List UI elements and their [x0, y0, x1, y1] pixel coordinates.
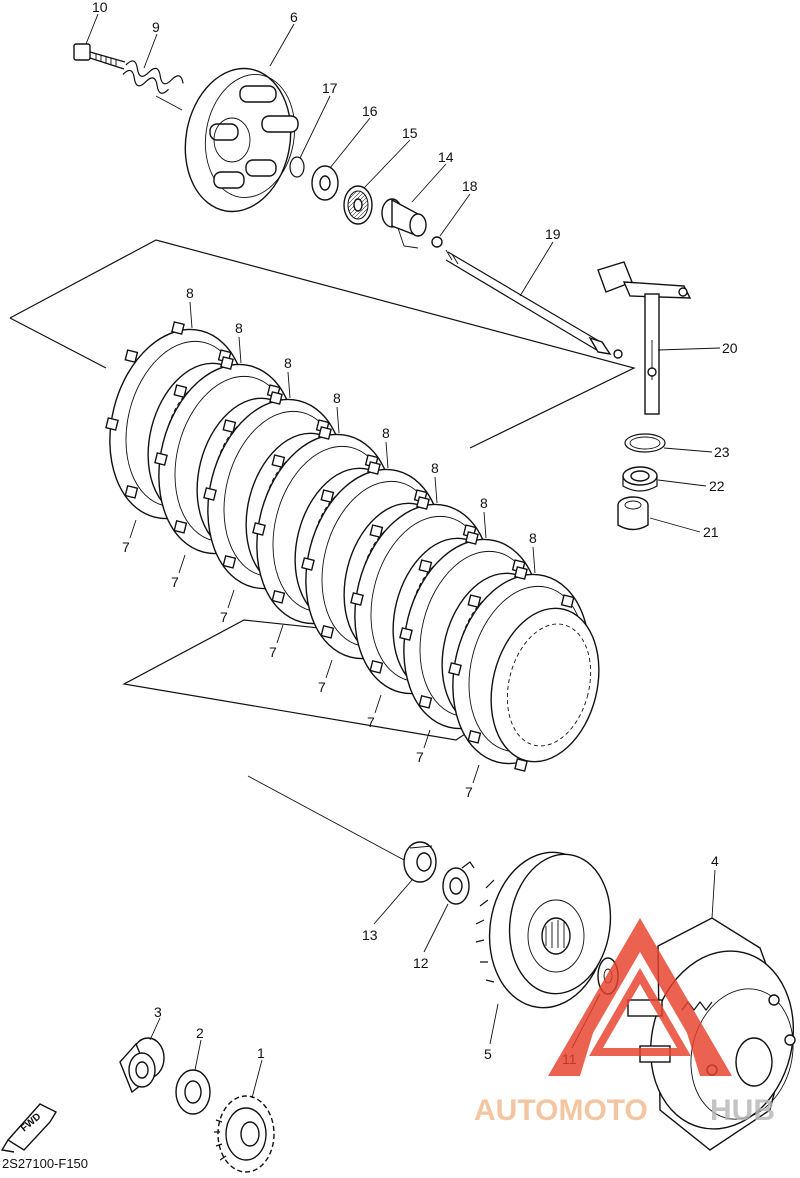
- plate-leader-7: [276, 624, 284, 644]
- bearing-15: [343, 185, 373, 225]
- callout-21: 21: [703, 524, 719, 540]
- circlip-17: [289, 156, 305, 178]
- push-rod-14: [381, 198, 427, 249]
- plate-label-8: 8: [529, 530, 537, 546]
- circlip-23: [624, 433, 666, 453]
- callout-1: 1: [257, 1045, 265, 1061]
- plate-leader-7: [374, 694, 382, 714]
- automotohub-logo: AUTOMOTO HUB: [474, 918, 775, 1127]
- logo-triangle-outer: [548, 918, 732, 1076]
- plate-label-8: 8: [186, 285, 194, 301]
- plate-leader-7: [129, 519, 137, 539]
- plate-label-7: 7: [220, 609, 228, 625]
- callout-16: 16: [362, 103, 378, 119]
- callout-4: 4: [711, 853, 719, 869]
- plate-label-7: 7: [465, 784, 473, 800]
- callout-5: 5: [484, 1046, 492, 1062]
- callout-9: 9: [152, 19, 160, 35]
- spring-9: [122, 60, 184, 94]
- logo-triangle-inner: [589, 968, 691, 1056]
- leader-lines: [85, 13, 721, 1099]
- bolt-10: [73, 43, 126, 70]
- logo-text-automoto: AUTOMOTO: [474, 1094, 648, 1127]
- plate-leader-8: [434, 476, 438, 504]
- plate-label-8: 8: [284, 355, 292, 371]
- plate-label-7: 7: [171, 574, 179, 590]
- fwd-arrow-icon: [0, 1103, 57, 1153]
- plate-label-7: 7: [416, 749, 424, 765]
- plate-label-8: 8: [382, 425, 390, 441]
- callout-15: 15: [402, 125, 418, 141]
- plate-leader-8: [238, 336, 242, 364]
- callout-12: 12: [413, 955, 429, 971]
- callout-17: 17: [322, 80, 338, 96]
- plate-leader-8: [532, 546, 536, 574]
- plate-leader-8: [483, 511, 487, 539]
- ball-18: [431, 236, 443, 248]
- plate-label-7: 7: [269, 644, 277, 660]
- plate-label-8: 8: [235, 320, 243, 336]
- plate-leader-7: [325, 659, 333, 679]
- spacer-3: [119, 1037, 165, 1094]
- callout-18: 18: [462, 178, 478, 194]
- callout-6: 6: [290, 9, 298, 25]
- callout-10: 10: [92, 0, 108, 15]
- center-axis-line: [247, 775, 405, 861]
- primary-drive-gear-1: [214, 1095, 275, 1173]
- primary-driven-gear-4: [627, 917, 796, 1151]
- push-lever-shaft-20: [597, 261, 692, 415]
- plate-label-7: 7: [318, 679, 326, 695]
- plate-label-8: 8: [431, 460, 439, 476]
- thrust-washer-13: [403, 841, 437, 883]
- bearing-21: [617, 496, 649, 531]
- plate-label-7: 7: [367, 714, 375, 730]
- oil-seal-22: [622, 466, 658, 492]
- steel-plate-7: [490, 607, 600, 763]
- plate-leader-8: [287, 371, 291, 399]
- callout-2: 2: [196, 1025, 204, 1041]
- washer-2: [175, 1069, 211, 1115]
- plate-leader-8: [189, 301, 193, 329]
- callout-23: 23: [714, 444, 730, 460]
- plate-leader-7: [472, 764, 480, 784]
- clutch-plates: 8 7 8 7 8 7 8 7 8 7 8 7 8 7 8 7: [105, 285, 600, 800]
- plate-label-8: 8: [333, 390, 341, 406]
- callout-3: 3: [154, 1004, 162, 1020]
- plate-label-7: 7: [122, 539, 130, 555]
- figure-code: 2S27100-F150: [2, 1156, 88, 1171]
- clutch-boss-5: [475, 851, 612, 1009]
- washer-16: [311, 165, 339, 201]
- plate-leader-7: [423, 729, 431, 749]
- callout-19: 19: [545, 226, 561, 242]
- callout-14: 14: [438, 149, 454, 165]
- plate-leader-8: [385, 441, 389, 469]
- push-rod-19: [445, 249, 623, 359]
- callout-22: 22: [709, 478, 725, 494]
- logo-text-hub: HUB: [710, 1094, 775, 1127]
- plate-leader-7: [178, 554, 186, 574]
- plate-leader-8: [336, 406, 340, 434]
- callout-13: 13: [362, 927, 378, 943]
- plate-leader-7: [227, 589, 235, 609]
- callout-numbers: 10 9 6 17 16 15 14 18 19 20 23 22 21 4 1…: [92, 0, 738, 1067]
- callout-20: 20: [722, 340, 738, 356]
- pressure-plate-6: [184, 67, 299, 213]
- lock-washer-12: [442, 861, 475, 905]
- plate-label-8: 8: [480, 495, 488, 511]
